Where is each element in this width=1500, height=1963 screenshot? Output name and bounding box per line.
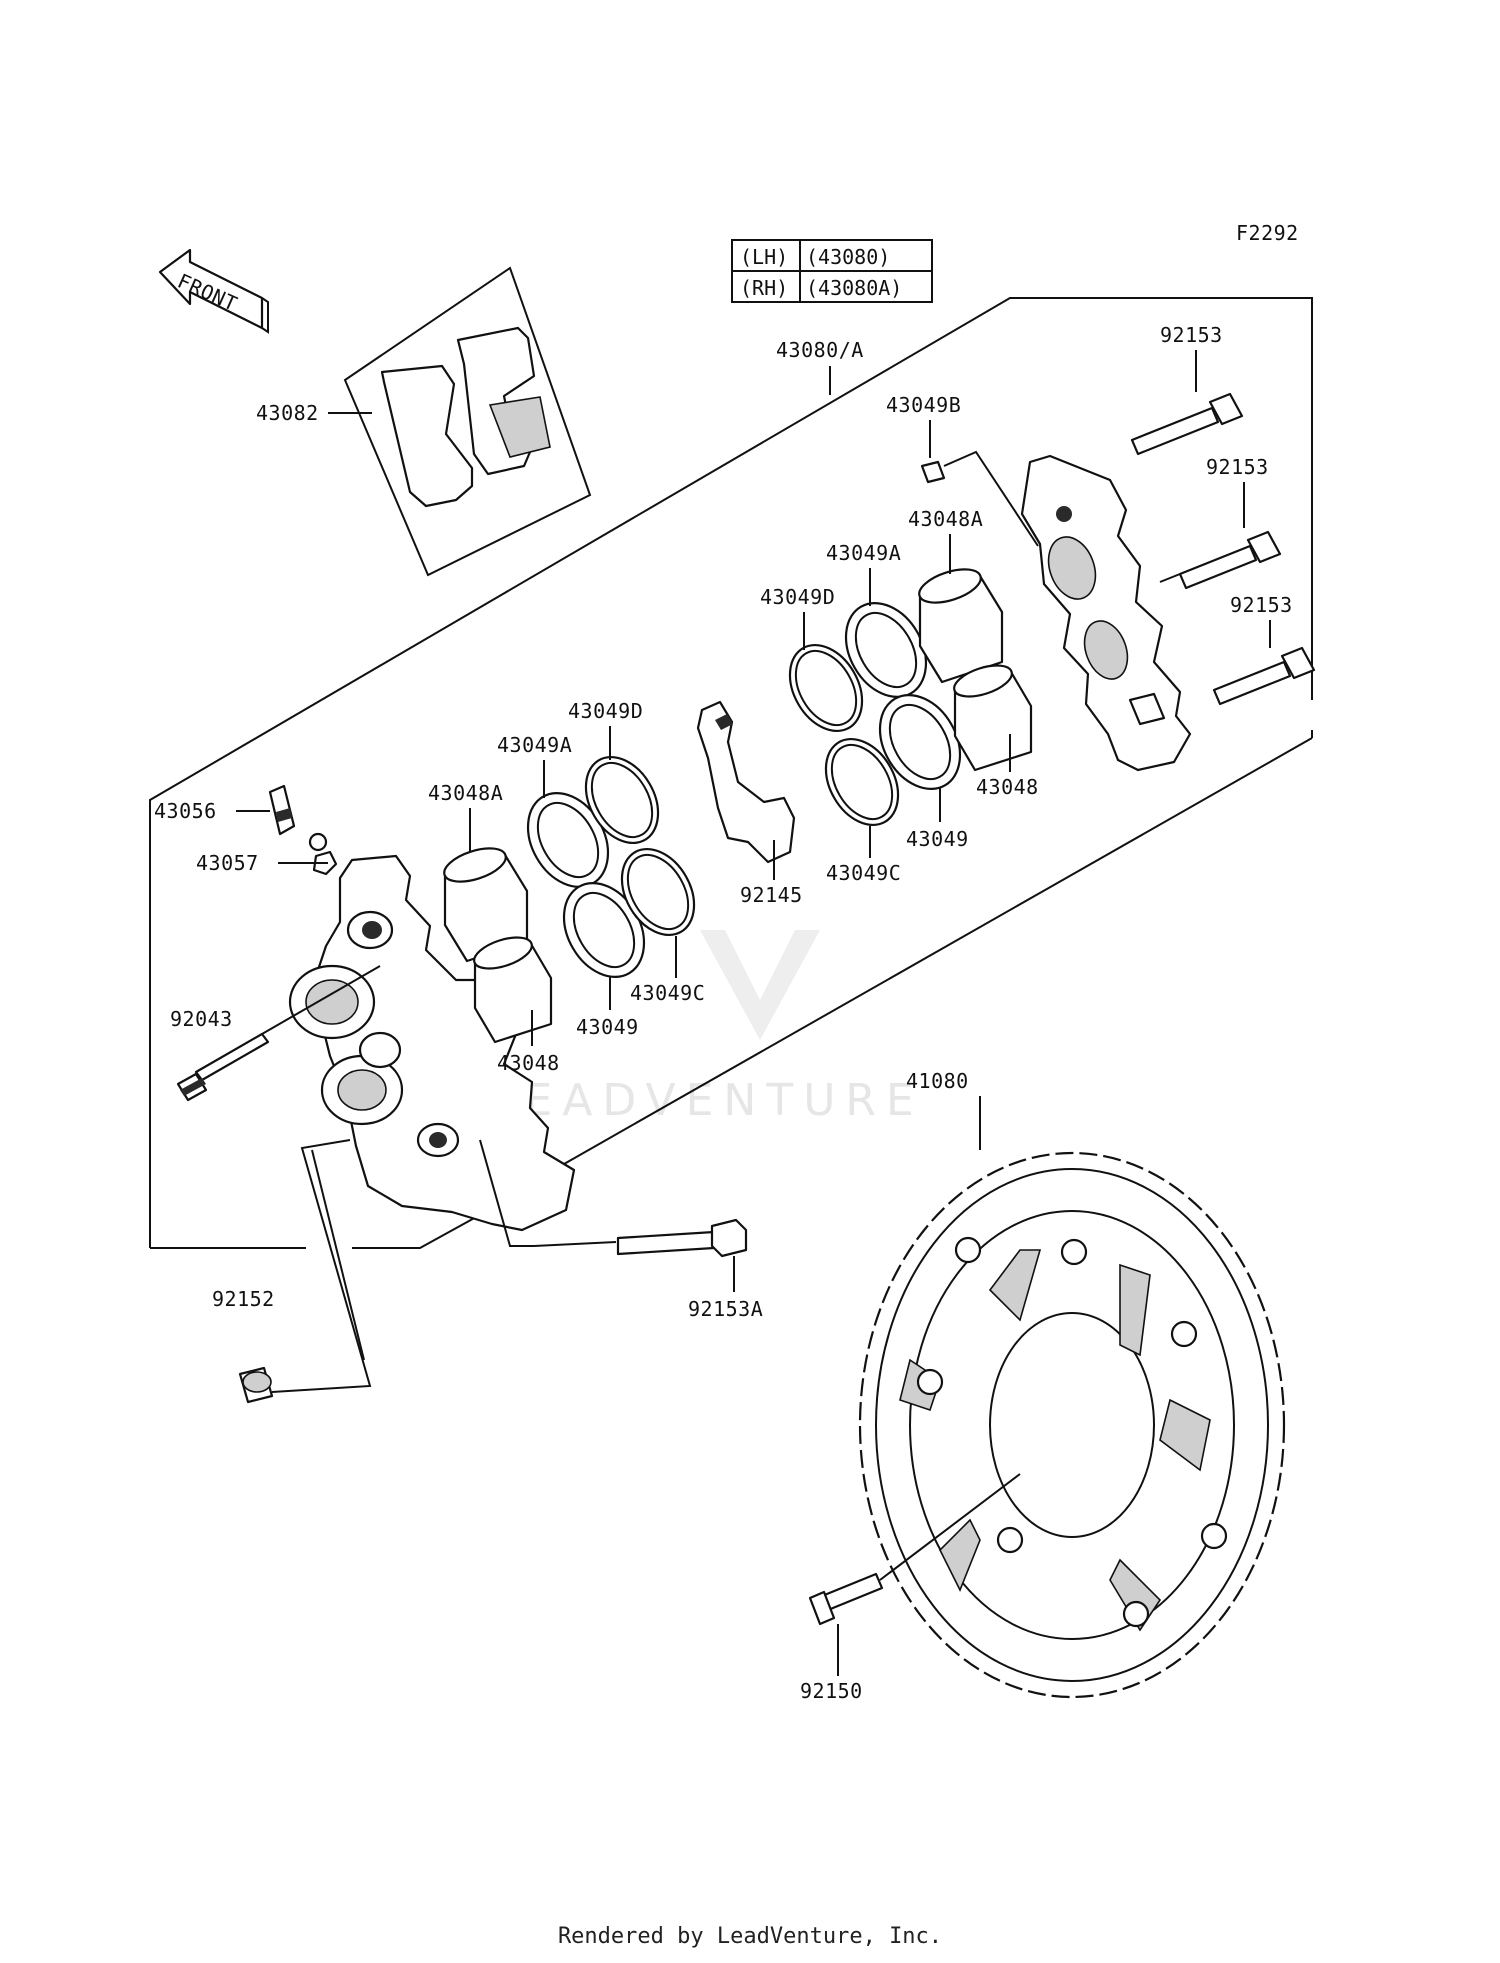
bolt-2-icon [1178, 530, 1282, 590]
collar-icon [238, 1366, 274, 1404]
brake-disc-icon [858, 1151, 1286, 1699]
front-arrow-icon: FRONT [158, 248, 269, 334]
disc-bolt-icon [808, 1572, 884, 1626]
label-caliper-bolt-a: 92153A [688, 1297, 763, 1321]
seal-a-rh-icon [844, 602, 928, 698]
seal-c-lh-icon [620, 847, 696, 937]
label-seal-a-lh: 43049A [497, 733, 572, 757]
bolt-1-icon [1130, 392, 1244, 456]
brake-pads-group [343, 266, 592, 577]
pad-spring-icon [696, 700, 796, 864]
piston-small-rh-icon [953, 664, 1033, 772]
label-collar: 92152 [212, 1287, 275, 1311]
label-seal-a-rh: 43049A [826, 541, 901, 565]
label-caliper-assy: 43080/A [776, 338, 864, 362]
label-bleeder-valve: 43056 [154, 799, 217, 823]
label-piston-large-lh: 43048A [428, 781, 503, 805]
label-seal-c-rh: 43049C [826, 861, 901, 885]
figure-code: F2292 [1236, 221, 1299, 245]
pin-icon [176, 1032, 270, 1102]
piston-large-lh-icon [443, 847, 529, 963]
label-bleeder-cap: 43057 [196, 851, 259, 875]
variant-rh-side: (RH) [740, 276, 788, 300]
label-seal-b: 43049B [886, 393, 961, 417]
label-brake-pads: 43082 [256, 401, 319, 425]
variant-lh-side: (LH) [740, 245, 788, 269]
seal-c-rh-icon [824, 737, 900, 827]
label-seal-lh: 43049 [576, 1015, 639, 1039]
label-seal-d-rh: 43049D [760, 585, 835, 609]
label-seal-d-lh: 43049D [568, 699, 643, 723]
label-piston-large-rh: 43048A [908, 507, 983, 531]
bleeder-valve-icon [268, 784, 338, 876]
label-bolt-2: 92153 [1206, 455, 1269, 479]
bolt-3-icon [1212, 646, 1316, 706]
label-seal-rh: 43049 [906, 827, 969, 851]
variant-table: (LH) (43080) (RH) (43080A) [731, 239, 933, 303]
label-piston-small-rh: 43048 [976, 775, 1039, 799]
seal-rh-icon [878, 694, 962, 790]
label-piston-small-lh: 43048 [497, 1051, 560, 1075]
label-pin: 92043 [170, 1007, 233, 1031]
caliper-bolt-a-icon [616, 1218, 748, 1258]
piston-large-rh-icon [918, 568, 1004, 684]
variant-lh-part: (43080) [806, 245, 890, 269]
label-disc-bolt: 92150 [800, 1679, 863, 1703]
left-caliper-body [288, 854, 576, 1232]
seal-d-rh-icon [788, 643, 864, 733]
right-caliper-body [1020, 454, 1192, 772]
label-bolt-1: 92153 [1160, 323, 1223, 347]
seal-lh-icon [562, 882, 646, 978]
footer-credit: Rendered by LeadVenture, Inc. [558, 1924, 942, 1949]
caliper-assembly-outline [149, 297, 1313, 1249]
label-bolt-3: 92153 [1230, 593, 1293, 617]
variant-rh-part: (43080A) [806, 276, 902, 300]
seal-b-icon [920, 460, 946, 484]
seal-d-lh-icon [584, 755, 660, 845]
label-pad-spring: 92145 [740, 883, 803, 907]
label-seal-c-lh: 43049C [630, 981, 705, 1005]
watermark-text: LEADVENTURE [490, 1075, 924, 1126]
label-disc: 41080 [906, 1069, 969, 1093]
